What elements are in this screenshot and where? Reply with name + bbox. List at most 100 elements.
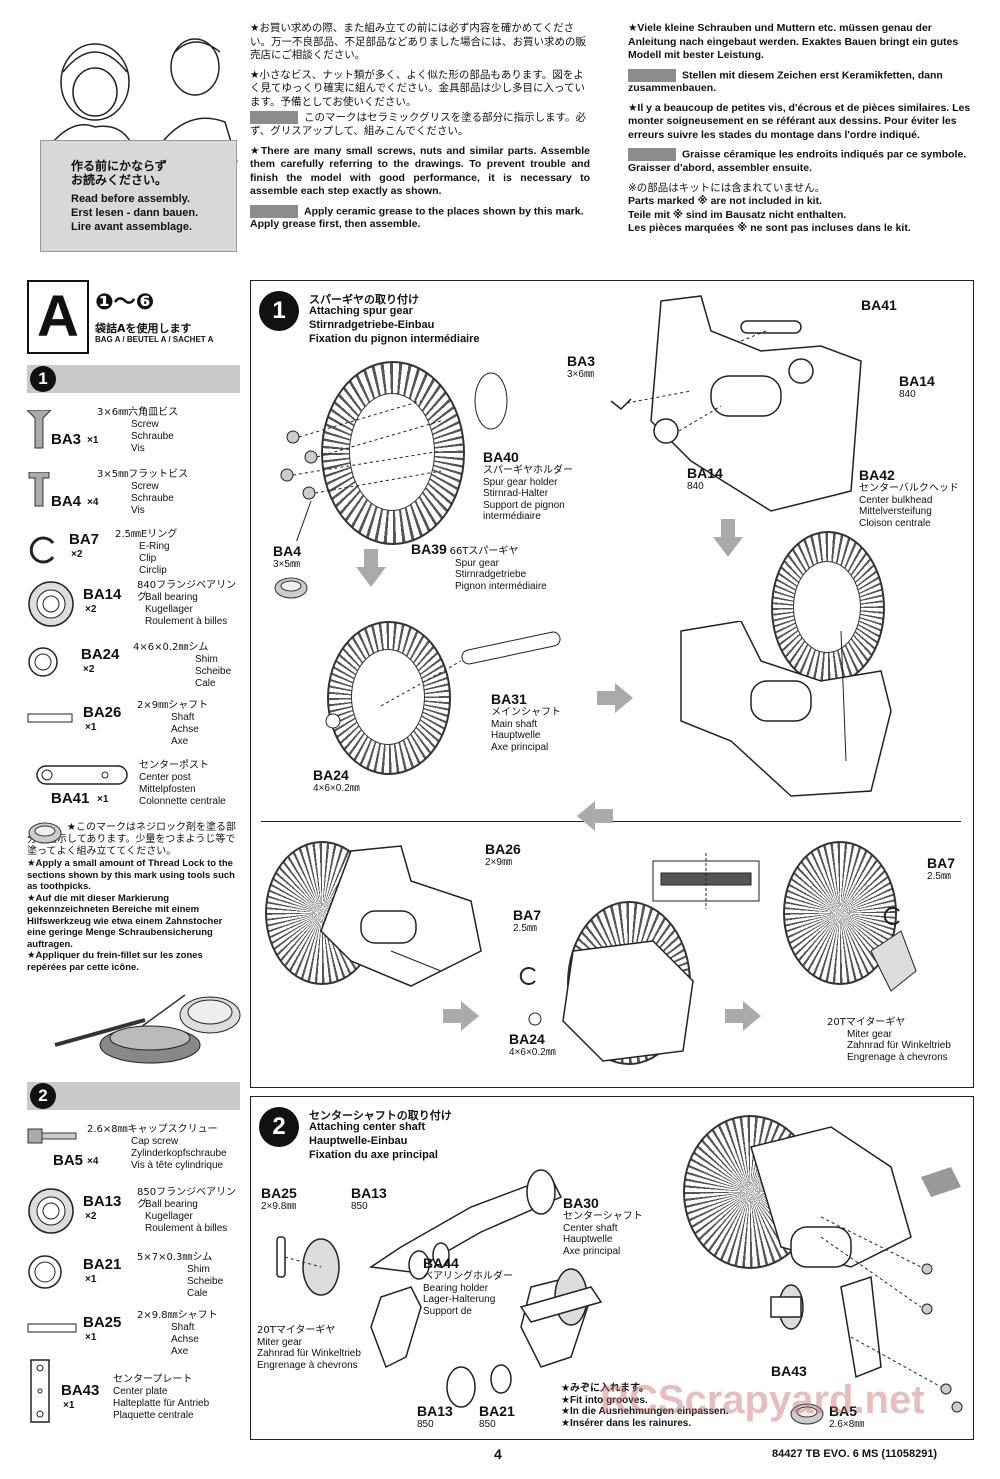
ba42-fr: Cloison centrale <box>859 517 931 529</box>
grease-mark-icon <box>250 204 298 218</box>
threadlock-en: ★Apply a small amount of Thread Lock to … <box>27 858 235 892</box>
page-number: 4 <box>494 1446 502 1462</box>
read-jp: 作る前にかならず お読みください。 <box>71 159 168 187</box>
grooves-de: ★In die Ausnehmungen einpassen. <box>561 1406 729 1417</box>
grooves-fr: ★Insérer dans les rainures. <box>561 1417 692 1429</box>
ba30-de: Hauptwelle <box>563 1234 613 1245</box>
part-jp: 850フランジベアリング <box>137 1187 237 1210</box>
step1-title-jp: スパーギヤの取り付け <box>309 293 419 306</box>
ba44-callout: BA44 ベアリングホルダー Bearing holder Lager-Halt… <box>423 1255 513 1317</box>
col1-grease-jp: このマークはセラミックグリスを塗る部分に指示します。必ず、グリスアップして、組み… <box>250 111 587 138</box>
step2-panel: 2 センターシャフトの取り付け Attaching center shaft H… <box>250 1096 974 1440</box>
part-de: Schraube <box>131 493 174 504</box>
miter-de: Zahnrad für Winkeltrieb <box>847 1040 951 1051</box>
part-qty: ×2 <box>85 1211 97 1222</box>
part-de: Achse <box>171 1334 199 1345</box>
center-post-icon <box>36 765 128 785</box>
step1-panel: 1 スパーギヤの取り付け Attaching spur gear Stirnra… <box>250 280 974 1088</box>
col2-notincl-fr: Les pièces marquées ※ ne sont pas inclus… <box>628 222 911 235</box>
part-fr: Roulement à billes <box>145 616 228 627</box>
ba3-size: 3×6㎜ <box>567 369 594 380</box>
ba31-callout: BA31 メインシャフト Main shaft Hauptwelle Axe p… <box>491 691 561 753</box>
part-jp: 5×7×0.3㎜シム <box>137 1252 213 1263</box>
part-en: Ball bearing <box>145 592 198 603</box>
part-jp: センターポスト <box>139 760 209 771</box>
part-qty: ×1 <box>87 435 99 446</box>
step1-title-de: Stirnradgetriebe-Einbau <box>309 319 435 331</box>
col1-jp2: ★小さなビス、ナット類が多く、よく似た形の部品もあります。図をよく見てゆっくり確… <box>250 68 585 108</box>
part-de: Achse <box>171 724 199 735</box>
part-de: Scheibe <box>187 1276 224 1287</box>
part-code: BA24 <box>81 646 120 663</box>
ba43-callout: BA43 <box>771 1363 807 1379</box>
part-jp: 2×9.8㎜シャフト <box>137 1310 218 1321</box>
arrow-right-icon <box>443 1001 479 1031</box>
part-qty: ×1 <box>85 722 97 733</box>
col2-notincl-en: Parts marked ※ are not included in kit. <box>628 195 823 208</box>
ba4-size: 3×5㎜ <box>273 559 300 570</box>
part-code: BA5 <box>53 1152 84 1169</box>
watermark: RCScrapyard.net <box>600 1378 925 1422</box>
arrow-right-icon <box>597 683 633 713</box>
part-de: Schraube <box>131 431 174 442</box>
part-qty: ×1 <box>63 1400 75 1411</box>
ba25-code: BA25 <box>261 1185 297 1201</box>
part-code: BA41 <box>51 790 90 807</box>
part-en: Center post <box>139 772 191 783</box>
ba24-size: 4×6×0.2㎜ <box>313 783 360 794</box>
step1-num: 1 <box>259 291 299 331</box>
part-fr: Cale <box>195 678 216 689</box>
threadlock-icon <box>790 1403 824 1425</box>
ba26-callout: BA26 2×9㎜ <box>485 841 521 869</box>
col2-notincl-jp: ※の部品はキットには含まれていません。 <box>628 181 826 194</box>
part-en: Shim <box>187 1264 210 1275</box>
ba7-code: BA7 <box>927 855 956 871</box>
ba40-en: Spur gear holder <box>483 476 558 488</box>
shim-icon <box>28 1255 62 1289</box>
threadlock-de: ★Auf die mit dieser Markierung gekennzei… <box>27 892 223 950</box>
ba3-callout: BA3 3×6㎜ <box>567 353 595 381</box>
part-en: E-Ring <box>139 541 170 552</box>
part-jp: 840フランジベアリング <box>137 580 237 603</box>
part-jp: 2×9㎜シャフト <box>137 700 209 711</box>
step2-title-jp: センターシャフトの取り付け <box>309 1109 452 1122</box>
part-en: Center plate <box>113 1386 168 1397</box>
ba13b-callout: BA13 850 <box>417 1403 453 1431</box>
spur-gear-screws-drawing <box>280 372 508 541</box>
ba44-fr: Support de <box>423 1305 472 1317</box>
ba7b-callout: BA7 2.5㎜ <box>927 855 955 883</box>
part-ba3: 3×6㎜六角皿ビス BA3 ×1 Screw Schraube Vis <box>27 405 242 455</box>
part-qty: ×2 <box>85 604 97 615</box>
part-en: Screw <box>131 481 159 492</box>
threadlock-note: ★このマークはネジロック剤を塗る部分に指示してあります。少量をつまようじ等で塗っ… <box>27 822 240 973</box>
part-fr: Plaquette centrale <box>113 1410 194 1421</box>
ba40-callout: BA40 スパーギヤホルダー Spur gear holder Stirnrad… <box>483 449 593 523</box>
ba13-size: 850 <box>417 1419 434 1430</box>
part-qty: ×2 <box>83 664 95 675</box>
ba41-code: BA41 <box>861 297 897 313</box>
ba24-size: 4×6×0.2㎜ <box>509 1047 556 1058</box>
step2-bar-num: 2 <box>30 1083 56 1109</box>
header-col-1: ★お買い求めの際、また組み立ての前には必ず内容を確かめてください。万一不良部品、… <box>250 22 590 238</box>
part-qty: ×1 <box>97 794 109 805</box>
col2-notincl-de: Teile mit ※ sind im Bausatz nicht enthal… <box>628 208 847 221</box>
part-ba43: BA43 ×1 センタープレート Center plate Halteplatt… <box>27 1358 242 1428</box>
header-illustration: 作る前にかならず お読みください。 Read before assembly. … <box>15 12 240 252</box>
bag-label-multi: BAG A / BEUTEL A / SACHET A <box>95 335 214 344</box>
col1-grease-en: Apply ceramic grease to the places shown… <box>250 204 584 231</box>
part-de: Zylinderkopfschraube <box>131 1148 227 1159</box>
ba30-jp: センターシャフト <box>563 1211 643 1222</box>
part-jp: 2.6×8㎜キャップスクリュー <box>87 1124 218 1135</box>
arrow-right-icon <box>725 1001 761 1031</box>
part-code: BA13 <box>83 1193 122 1210</box>
part-jp: センタープレート <box>113 1374 193 1385</box>
part-ba14: BA14 ×2 840フランジベアリング Ball bearing Kugell… <box>27 578 242 630</box>
part-en: Shim <box>195 654 218 665</box>
grease-mark-icon <box>250 111 298 124</box>
ba42-en: Center bulkhead <box>859 494 933 506</box>
ba31-de: Hauptwelle <box>491 730 541 741</box>
arrow-left-icon <box>577 801 613 831</box>
grease-mark-icon <box>628 68 676 82</box>
shaft-icon <box>27 713 73 723</box>
part-code: BA25 <box>83 1314 122 1331</box>
